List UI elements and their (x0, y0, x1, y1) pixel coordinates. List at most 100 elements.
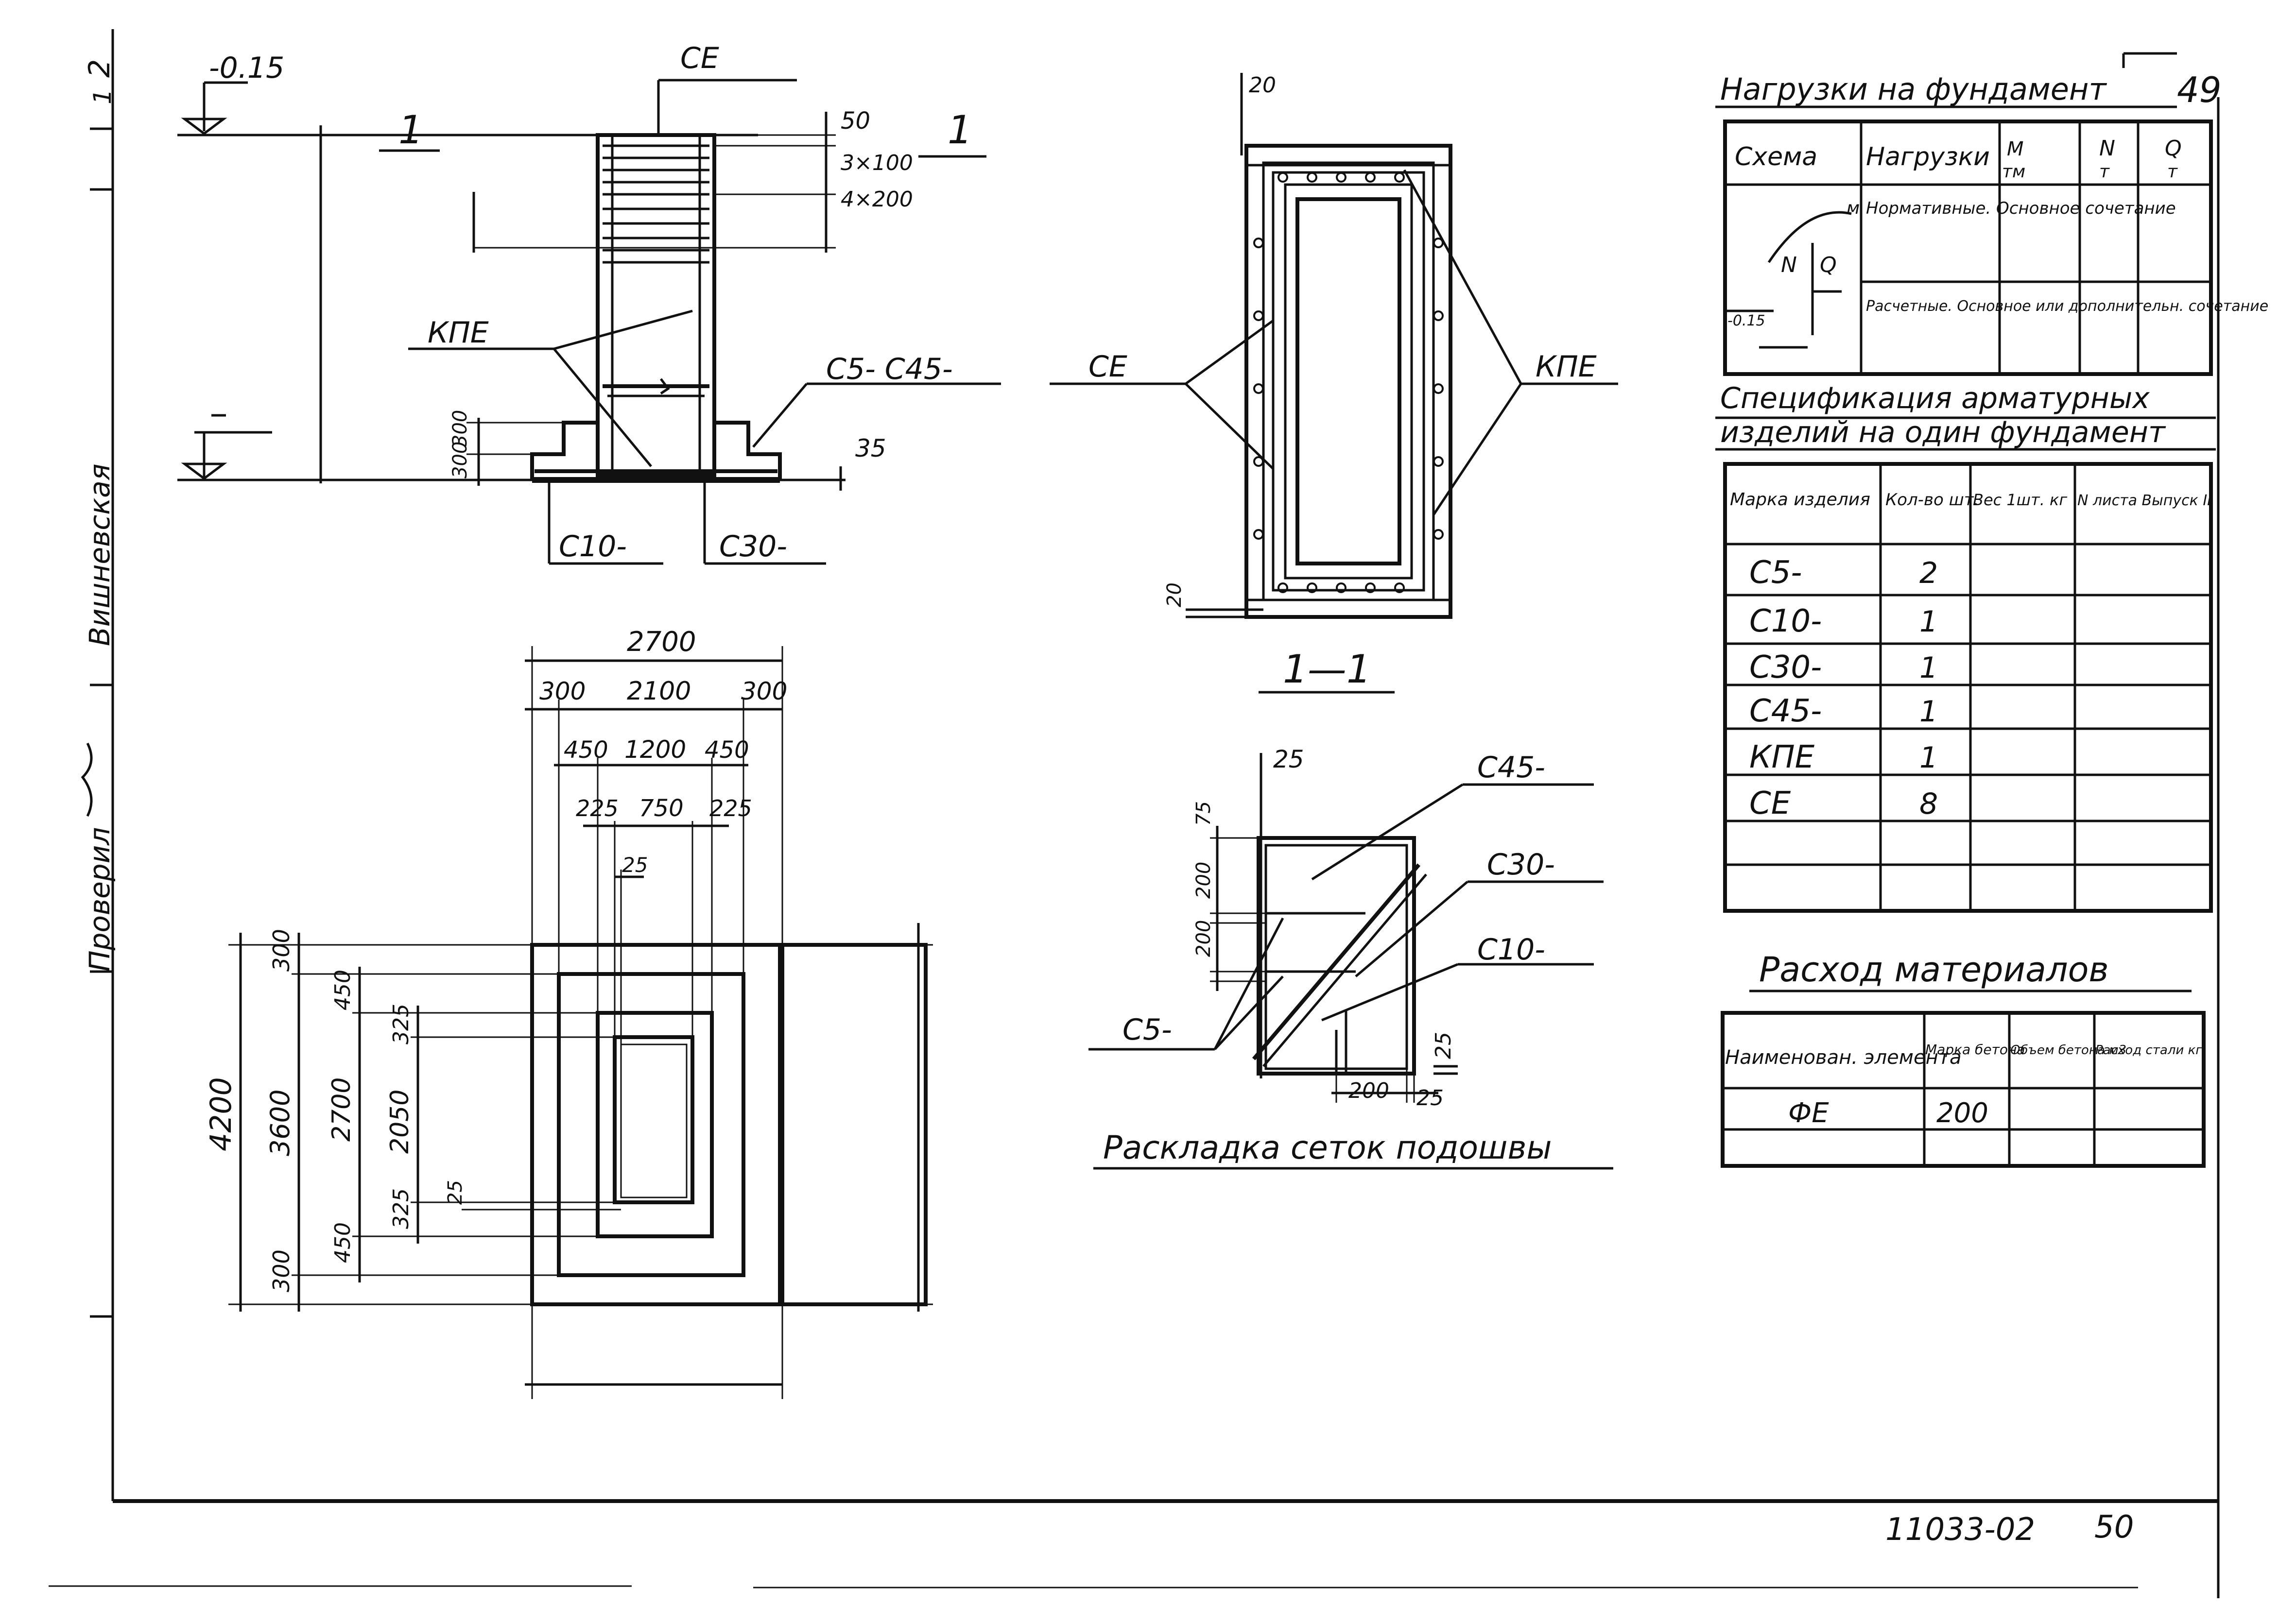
dim-300-hb: 300 (268, 1249, 294, 1292)
th-q: Q (2165, 136, 2182, 161)
moment-arc (1767, 211, 1852, 263)
dim-1200-w: 1200 (624, 735, 686, 764)
scheme-m: м (1847, 198, 1860, 218)
th-qty: Кол-во шт. (1885, 490, 1979, 510)
mesh-title: Раскладка сеток подошвы (1103, 1129, 1552, 1166)
cut-mark-right: 1 (948, 107, 972, 153)
spec-row-qty: 8 (1919, 787, 1938, 821)
page-number: 50 (2094, 1509, 2134, 1545)
dim-450-ha: 450 (330, 970, 355, 1010)
footer: 11033-02 50 (1885, 1509, 2134, 1548)
mesh-c5-label: С5- (1122, 1013, 1172, 1047)
dim-4200-h: 4200 (204, 1077, 238, 1151)
mesh-c45-label: С45- (1477, 751, 1545, 785)
loads-title: Нагрузки на фундамент (1720, 71, 2107, 107)
mt-th-name: Наименован. элемента (1725, 1046, 1962, 1069)
mesh-dim-200c: 200 (1348, 1078, 1389, 1103)
spec-title-2: изделий на один фундамент (1720, 415, 2166, 449)
scheme-q: Q (1820, 253, 1837, 277)
dim-35: 35 (855, 434, 886, 462)
spec-row-mark: КПЕ (1749, 739, 1815, 775)
dim-300-wr: 300 (741, 677, 787, 705)
th-n: N (2099, 136, 2115, 161)
mesh-dim-25-top: 25 (1273, 745, 1304, 773)
sheet-frame (49, 29, 2220, 1598)
spec-row-qty: 1 (1919, 695, 1938, 729)
cut-bottom-dim: 20 (1163, 582, 1186, 607)
dim-300-ha: 300 (268, 929, 294, 972)
row2-text: Расчетные. Основное или дополнительн. со… (1866, 298, 2268, 315)
spec-row-qty: 2 (1919, 556, 1938, 590)
spec-row-qty: 1 (1919, 651, 1938, 685)
mt-row-grade: 200 (1936, 1097, 1988, 1129)
spec-title-1: Спецификация арматурных (1720, 381, 2150, 415)
th-scheme: Схема (1735, 142, 1817, 171)
dim-2050-h: 2050 (385, 1090, 414, 1154)
mt-th-grade: Марка бетона (1925, 1042, 2025, 1058)
dim-325-hb: 325 (389, 1188, 414, 1229)
spec-row-mark: С5- (1749, 555, 1802, 591)
mesh-dim-25r: 25 (1431, 1032, 1456, 1059)
cut-title: 1—1 (1283, 647, 1371, 692)
th-q-unit: т (2167, 162, 2178, 182)
stamp-signature: Вишневская (83, 463, 116, 646)
cut-top-dim: 20 (1249, 73, 1276, 98)
th-m-unit: тм (2002, 162, 2025, 182)
spec-row-qty: 1 (1919, 741, 1938, 775)
stamp-checked-label: Проверил (83, 827, 116, 972)
dim-300-lower: 300 (449, 442, 471, 478)
dim-3x100: 3×100 (841, 151, 913, 175)
elev-top-marker (181, 118, 227, 136)
mesh-dim-25c: 25 (1416, 1086, 1444, 1111)
dim-225-wr: 225 (709, 795, 752, 821)
foundation-section: -0.15 1 1 (177, 41, 1001, 565)
stamp-num-mid: 1 (88, 89, 117, 104)
elev-bottom-marker (181, 462, 227, 480)
scheme-elev: -0.15 (1727, 312, 1765, 329)
spec-row-mark: С45- (1749, 693, 1822, 729)
dim-4x200: 4×200 (841, 187, 913, 212)
dim-2100-w: 2100 (627, 677, 691, 706)
dim-300-wl: 300 (539, 677, 586, 705)
cut-mark-left: 1 (398, 107, 423, 153)
rebar-dots (1253, 172, 1444, 593)
scheme-n: N (1781, 253, 1797, 277)
drawing-code: 11033-02 (1885, 1512, 2035, 1548)
th-loads: Нагрузки (1866, 142, 1990, 171)
signature-scribble (81, 742, 93, 817)
cut-ce-label: СЕ (1088, 350, 1127, 384)
dim-50: 50 (841, 107, 870, 135)
stirrups (603, 144, 709, 397)
th-sheet: N листа Выпуск II (2077, 492, 2211, 509)
material-title: Расход материалов (1759, 950, 2109, 990)
spec-row-mark: СЕ (1749, 786, 1791, 821)
stamp-num-top: 2 (83, 59, 117, 78)
dim-3600-h: 3600 (265, 1090, 295, 1156)
dim-2700-h: 2700 (327, 1077, 356, 1142)
dim-325-ha: 325 (389, 1004, 414, 1044)
spec-row-mark: С10- (1749, 603, 1822, 639)
c5-c45-label: С5- С45- (826, 352, 953, 386)
material-table: Расход материалов Наименован. элемента М… (1721, 950, 2206, 1168)
step-left (530, 421, 598, 480)
dim-450-wl: 450 (564, 736, 608, 764)
spec-row-mark: С30- (1749, 649, 1822, 685)
th-weight: Вес 1шт. кг (1973, 491, 2067, 509)
dim-300-upper: 300 (449, 410, 471, 447)
foundation-plan: 2700 300 2100 300 450 1200 450 225 750 2… (204, 626, 933, 1399)
page-number-49: 49 (2177, 69, 2222, 110)
mesh-dim-200a: 200 (1192, 862, 1215, 899)
spec-table: Спецификация арматурных изделий на один … (1715, 381, 2216, 913)
c10-label: С10- (559, 530, 627, 564)
elev-top-label: -0.15 (209, 51, 284, 85)
cut-kpe-label: КПЕ (1536, 350, 1597, 384)
dim-25-w: 25 (622, 853, 648, 877)
dim-450-hb: 450 (330, 1222, 355, 1263)
th-n-unit: т (2099, 162, 2110, 182)
dim-25-h: 25 (444, 1180, 466, 1205)
mt-th-volume: Объем бетона м3 (2010, 1043, 2126, 1058)
c30-label: С30- (719, 530, 787, 564)
mesh-dim-200b: 200 (1192, 920, 1215, 957)
spec-row-qty: 1 (1919, 605, 1938, 639)
mt-row-name: ФЕ (1788, 1097, 1829, 1129)
